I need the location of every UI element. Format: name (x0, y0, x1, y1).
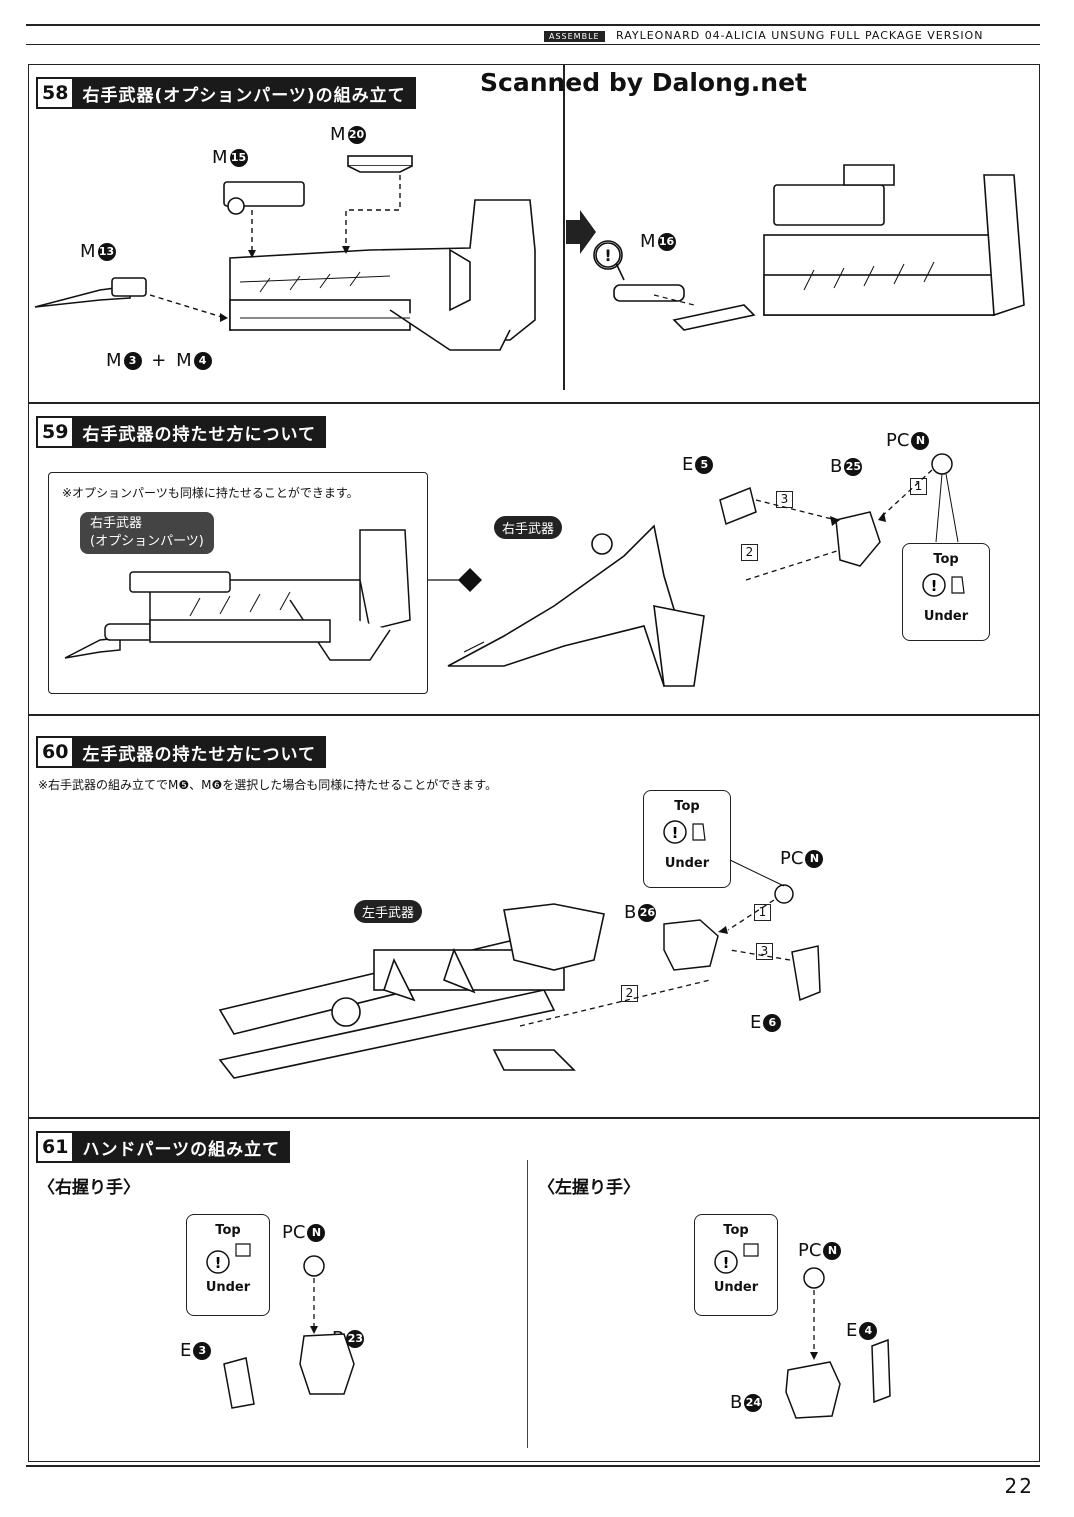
warning-icon: ! (206, 1243, 251, 1274)
step-number: 61 (36, 1131, 75, 1163)
scan-watermark: Scanned by Dalong.net (480, 68, 808, 97)
step-61-heading: 61 ハンドパーツの組み立て (36, 1131, 291, 1163)
divider-61-vertical (527, 1160, 528, 1448)
step-title: ハンドパーツの組み立て (82, 1139, 281, 1160)
option-parts-note: ※オプションパーツも同様に持たせることができます。 (62, 486, 359, 500)
left-grip-illustration (785, 1267, 891, 1419)
header-title: RAYLEONARD 04-ALICIA UNSUNG FULL PACKAGE… (616, 29, 984, 42)
divider-58-vertical (563, 64, 565, 390)
header-rule-top (26, 24, 1040, 26)
next-arrow-icon (566, 210, 596, 254)
step-order-3: 3 (756, 943, 773, 960)
warning-icon: ! (714, 1243, 759, 1274)
assemble-tag: ASSEMBLE (544, 31, 605, 42)
right-hand-assembly-illustration (719, 453, 959, 581)
svg-text:!: ! (604, 246, 611, 265)
divider-60-61 (28, 1117, 1040, 1119)
step-order-2: 2 (741, 544, 758, 561)
svg-text:!: ! (723, 1254, 730, 1272)
step-number: 59 (36, 416, 75, 448)
left-grip-heading: 〈左握り手〉 (538, 1178, 640, 1198)
svg-text:!: ! (672, 824, 679, 842)
label-left-weapon: 左手武器 (354, 900, 423, 923)
label-right-weapon: 右手武器 (494, 516, 563, 539)
top-under-callout-59: Top ! Under (902, 543, 990, 641)
option-parts-inset (48, 472, 428, 694)
step-order-1: 1 (910, 478, 927, 495)
right-grip-illustration (223, 1255, 355, 1409)
step-title: 左手武器の持たせ方について (82, 744, 316, 765)
label-right-weapon-option: 右手武器 (オプションパーツ) (80, 512, 214, 554)
right-grip-heading: 〈右握り手〉 (38, 1178, 140, 1198)
divider-59-60 (28, 714, 1040, 716)
step-60-heading: 60 左手武器の持たせ方について (36, 736, 326, 768)
left-weapon-illustration (218, 903, 605, 1079)
step-title: 右手武器(オプションパーツ)の組み立て (82, 85, 406, 106)
step-order-1: 1 (754, 904, 771, 921)
top-under-callout-60: Top ! Under (643, 790, 731, 888)
option-rifle-illustration (64, 529, 411, 661)
left-hand-assembly-illustration (519, 859, 821, 1027)
top-under-callout-left-grip: Top ! Under (694, 1214, 778, 1316)
header-rule-bottom (26, 44, 1040, 45)
page-number: 22 (1004, 1474, 1034, 1498)
top-under-callout-right-grip: Top ! Under (186, 1214, 270, 1316)
page-frame (28, 64, 1040, 1462)
step-58-heading: 58 右手武器(オプションパーツ)の組み立て (36, 77, 416, 109)
step-order-2: 2 (621, 985, 638, 1002)
warning-icon: ! (663, 820, 706, 844)
svg-text:!: ! (215, 1254, 222, 1272)
right-weapon-illustration (447, 524, 705, 688)
divider-58-59 (28, 402, 1040, 404)
step-number: 60 (36, 736, 75, 768)
step-59-heading: 59 右手武器の持たせ方について (36, 416, 326, 448)
step-number: 58 (36, 77, 75, 109)
svg-text:!: ! (931, 577, 938, 595)
step-title: 右手武器の持たせ方について (82, 424, 316, 445)
left-weapon-note: ※右手武器の組み立てでM❺、M❻を選択した場合も同様に持たせることができます。 (38, 778, 498, 792)
view-swap-icon (428, 568, 482, 592)
warning-icon: ! (922, 573, 965, 597)
rifle-finished-illustration: ! (593, 164, 1025, 331)
footer-rule (26, 1465, 1040, 1467)
rifle-assembly-illustration (34, 155, 536, 351)
